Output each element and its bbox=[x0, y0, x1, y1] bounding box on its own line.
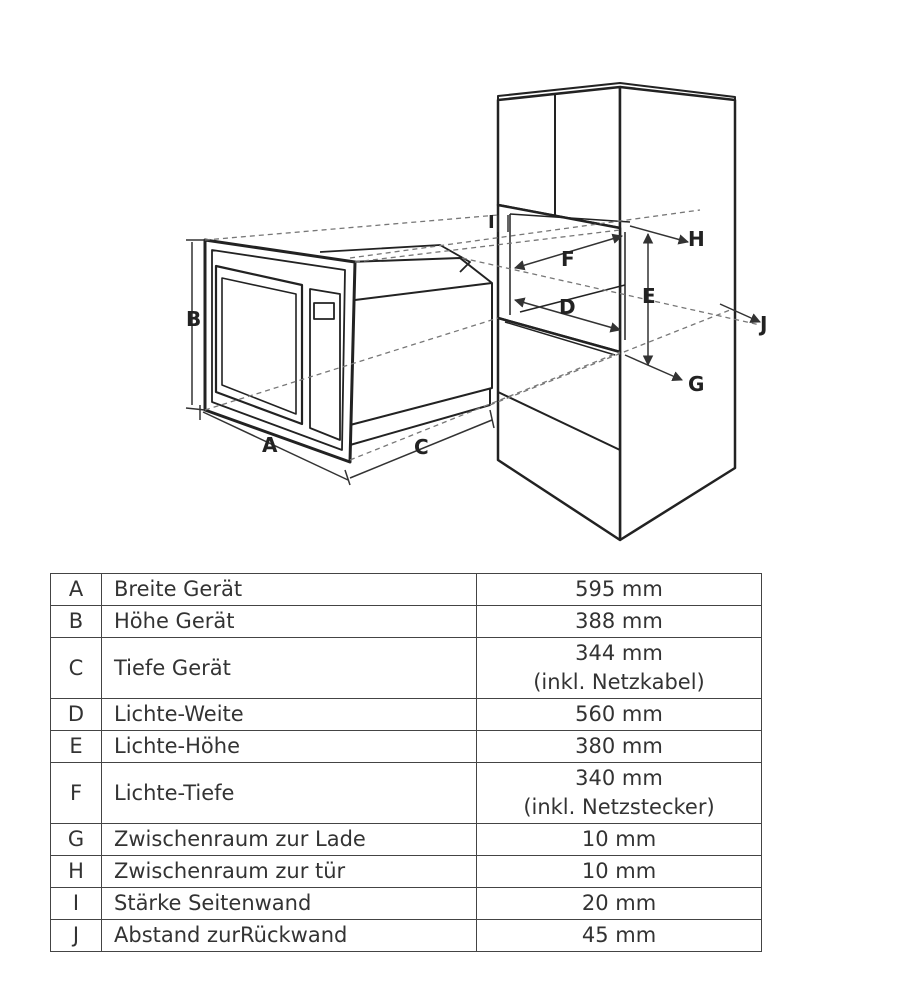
installation-diagram: A B C D E F G H I J bbox=[185, 82, 767, 542]
row-letter: H bbox=[50, 855, 102, 888]
dimension-lines bbox=[185, 215, 761, 486]
row-description: Lichte-Höhe bbox=[101, 730, 477, 763]
row-value: 340 mm(inkl. Netzstecker) bbox=[476, 762, 762, 824]
row-value: 595 mm bbox=[476, 573, 762, 606]
label-C: C bbox=[414, 435, 429, 459]
table-row: H Zwischenraum zur tür 10 mm bbox=[50, 855, 762, 888]
cabinet-top-front bbox=[496, 85, 622, 230]
microwave-front-frame bbox=[203, 238, 357, 464]
row-description: Tiefe Gerät bbox=[101, 637, 477, 699]
dimensions-table: A Breite Gerät 595 mm B Höhe Gerät 388 m… bbox=[50, 573, 762, 952]
row-value: 10 mm bbox=[476, 823, 762, 856]
row-value: 388 mm bbox=[476, 605, 762, 638]
row-letter: B bbox=[50, 605, 102, 638]
row-value: 45 mm bbox=[476, 919, 762, 952]
label-H: H bbox=[688, 227, 705, 251]
row-letter: E bbox=[50, 730, 102, 763]
microwave-drawing bbox=[203, 238, 493, 464]
label-F: F bbox=[561, 247, 575, 271]
label-B: B bbox=[186, 307, 201, 331]
row-description: Höhe Gerät bbox=[101, 605, 477, 638]
projection-lines bbox=[204, 209, 761, 461]
row-letter: C bbox=[50, 637, 102, 699]
table-row: C Tiefe Gerät 344 mm(inkl. Netzkabel) bbox=[50, 637, 762, 699]
table-row: F Lichte-Tiefe 340 mm(inkl. Netzstecker) bbox=[50, 762, 762, 824]
row-value: 20 mm bbox=[476, 887, 762, 920]
label-A: A bbox=[262, 433, 278, 457]
row-description: Stärke Seitenwand bbox=[101, 887, 477, 920]
row-value: 380 mm bbox=[476, 730, 762, 763]
row-letter: I bbox=[50, 887, 102, 920]
row-value: 344 mm(inkl. Netzkabel) bbox=[476, 637, 762, 699]
microwave-window bbox=[214, 264, 304, 426]
row-description: Lichte-Weite bbox=[101, 698, 477, 731]
table-row: B Höhe Gerät 388 mm bbox=[50, 605, 762, 638]
table-row: A Breite Gerät 595 mm bbox=[50, 573, 762, 606]
row-description: Zwischenraum zur tür bbox=[101, 855, 477, 888]
row-description: Abstand zurRückwand bbox=[101, 919, 477, 952]
table-row: J Abstand zurRückwand 45 mm bbox=[50, 919, 762, 952]
table-row: E Lichte-Höhe 380 mm bbox=[50, 730, 762, 763]
row-value: 10 mm bbox=[476, 855, 762, 888]
table-row: I Stärke Seitenwand 20 mm bbox=[50, 887, 762, 920]
row-letter: D bbox=[50, 698, 102, 731]
table-row: G Zwischenraum zur Lade 10 mm bbox=[50, 823, 762, 856]
row-value: 560 mm bbox=[476, 698, 762, 731]
label-E: E bbox=[642, 284, 656, 308]
label-D: D bbox=[559, 295, 576, 319]
cabinet-side bbox=[619, 85, 737, 542]
microwave-body bbox=[347, 257, 493, 426]
row-letter: A bbox=[50, 573, 102, 606]
dimension-labels: A B C D E F G H I J bbox=[186, 212, 767, 459]
table-row: D Lichte-Weite 560 mm bbox=[50, 698, 762, 731]
label-J: J bbox=[758, 312, 767, 336]
row-description: Lichte-Tiefe bbox=[101, 762, 477, 824]
cabinet-drawer bbox=[496, 316, 622, 542]
row-description: Zwischenraum zur Lade bbox=[101, 823, 477, 856]
label-I: I bbox=[488, 212, 495, 233]
row-letter: G bbox=[50, 823, 102, 856]
row-letter: J bbox=[50, 919, 102, 952]
microwave-control-panel bbox=[309, 288, 341, 441]
row-description: Breite Gerät bbox=[101, 573, 477, 606]
label-G: G bbox=[688, 372, 704, 396]
row-letter: F bbox=[50, 762, 102, 824]
